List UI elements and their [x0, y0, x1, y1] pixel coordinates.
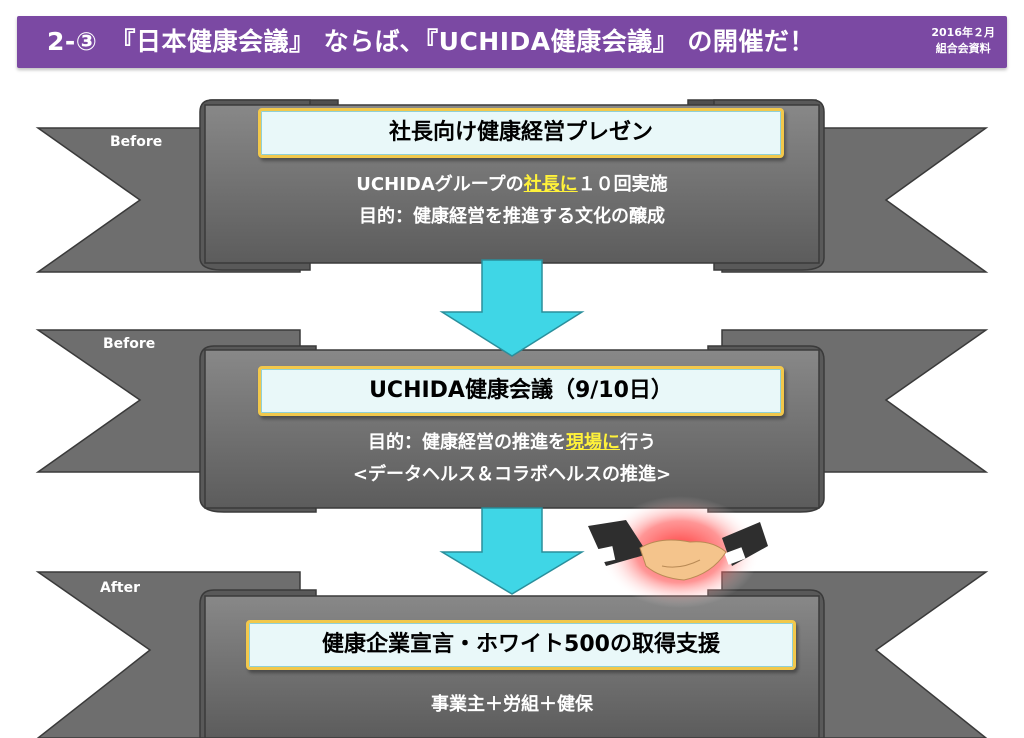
stage-1-title: 社長向け健康経営プレゼン [258, 108, 784, 158]
stage-2-line-1-post: 行う [620, 432, 656, 453]
stage-2-highlight: 現場に [566, 432, 620, 453]
down-arrow-2 [439, 507, 585, 595]
slide-title: 2‐③ 『日本健康会議』 ならば､『UCHIDA健康会議』 の開催だ！ [47, 27, 815, 56]
stage-1-line-1-post: １０回実施 [577, 174, 668, 195]
stage-2-line-1: 目的：健康経営の推進を現場に行う [205, 428, 819, 458]
stage-3-title: 健康企業宣言・ホワイト500の取得支援 [246, 620, 796, 670]
stage-1-line-2: 目的：健康経営を推進する文化の醸成 [359, 206, 665, 227]
slide-meta: 2016年２月 組合会資料 [931, 25, 995, 57]
stage-2-line-1-pre: 目的：健康経営の推進を [368, 432, 566, 453]
slide-header: 2‐③ 『日本健康会議』 ならば､『UCHIDA健康会議』 の開催だ！ 2016… [17, 16, 1007, 68]
handshake-icon [588, 496, 768, 608]
down-arrow-1 [439, 259, 585, 357]
stage-label-3: After [100, 580, 141, 596]
stage-label-1: Before [110, 134, 163, 150]
slide-date: 2016年２月 [931, 26, 995, 39]
stage-3-line-1: 事業主＋労組＋健保 [431, 694, 593, 715]
stage-2-line-2: <データヘルス＆コラボヘルスの推進> [352, 464, 672, 485]
stage-1-line-1: UCHIDAグループの社長に１０回実施 [205, 170, 819, 200]
stage-2-title: UCHIDA健康会議（9/10日） [258, 366, 784, 416]
stage-1-line-1-pre: UCHIDAグループの [356, 174, 524, 195]
stage-1-highlight: 社長に [523, 174, 578, 195]
stage-label-2: Before [103, 336, 156, 352]
slide-source: 組合会資料 [935, 42, 991, 55]
